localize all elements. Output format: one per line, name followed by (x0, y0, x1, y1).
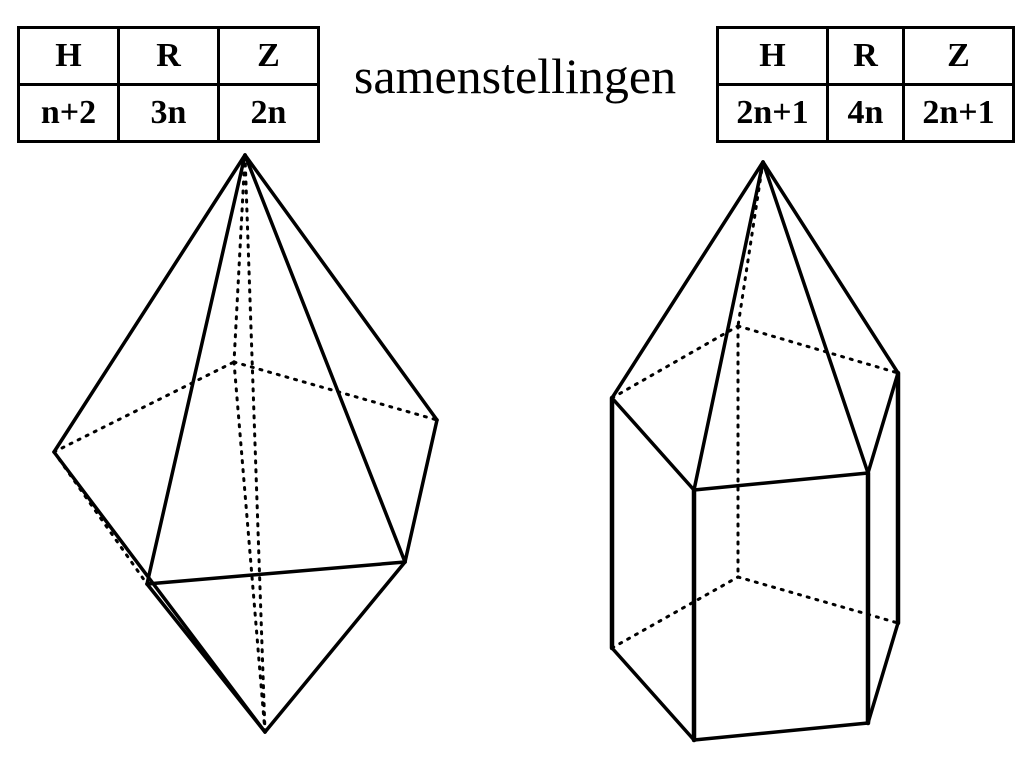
visible-edge (866, 371, 900, 475)
table-value-row: n+2 3n 2n (17, 83, 320, 143)
hidden-edge (736, 324, 900, 375)
hidden-edge (610, 324, 740, 400)
hidden-edge (232, 153, 247, 364)
visible-edge (866, 621, 900, 725)
value-cell-r: 4n (826, 83, 905, 143)
visible-edge (263, 560, 407, 734)
value-cell-z: 2n+1 (902, 83, 1015, 143)
value-cell-r: 3n (117, 83, 220, 143)
visible-edge (403, 418, 439, 564)
visible-edge (610, 160, 765, 400)
formula-table-left: H R Z n+2 3n 2n (17, 26, 320, 143)
hidden-edge (736, 575, 900, 625)
visible-edge (243, 153, 407, 564)
hidden-edge (610, 575, 740, 650)
value-cell-h: 2n+1 (716, 83, 829, 143)
header-cell-z: Z (217, 26, 320, 86)
formula-table-right: H R Z 2n+1 4n 2n+1 (716, 26, 1015, 143)
header-cell-r: R (117, 26, 220, 86)
visible-edge (692, 721, 870, 742)
header-cell-z: Z (902, 26, 1015, 86)
visible-edge (610, 396, 696, 492)
hidden-edge (243, 153, 267, 734)
visible-edge (145, 582, 267, 734)
visible-edge (145, 560, 407, 586)
page-title: samenstellingen (353, 48, 677, 104)
table-header-row: H R Z (716, 26, 1015, 86)
header-cell-h: H (17, 26, 120, 86)
visible-edge (145, 153, 247, 586)
header-cell-r: R (826, 26, 905, 86)
visible-edge (692, 471, 870, 492)
visible-edge (52, 153, 247, 454)
visible-edge (692, 160, 765, 492)
header-cell-h: H (716, 26, 829, 86)
visible-edge (243, 153, 439, 422)
visible-edge (761, 160, 870, 475)
value-cell-h: n+2 (17, 83, 120, 143)
visible-edge (610, 646, 696, 742)
hidden-edge (52, 360, 236, 454)
table-value-row: 2n+1 4n 2n+1 (716, 83, 1015, 143)
visible-edge (761, 160, 900, 375)
prism-pyramid-figure (609, 160, 901, 743)
hidden-edge (232, 360, 439, 422)
hidden-edge (232, 360, 267, 734)
table-header-row: H R Z (17, 26, 320, 86)
bipyramid-figure (52, 153, 439, 734)
value-cell-z: 2n (217, 83, 320, 143)
